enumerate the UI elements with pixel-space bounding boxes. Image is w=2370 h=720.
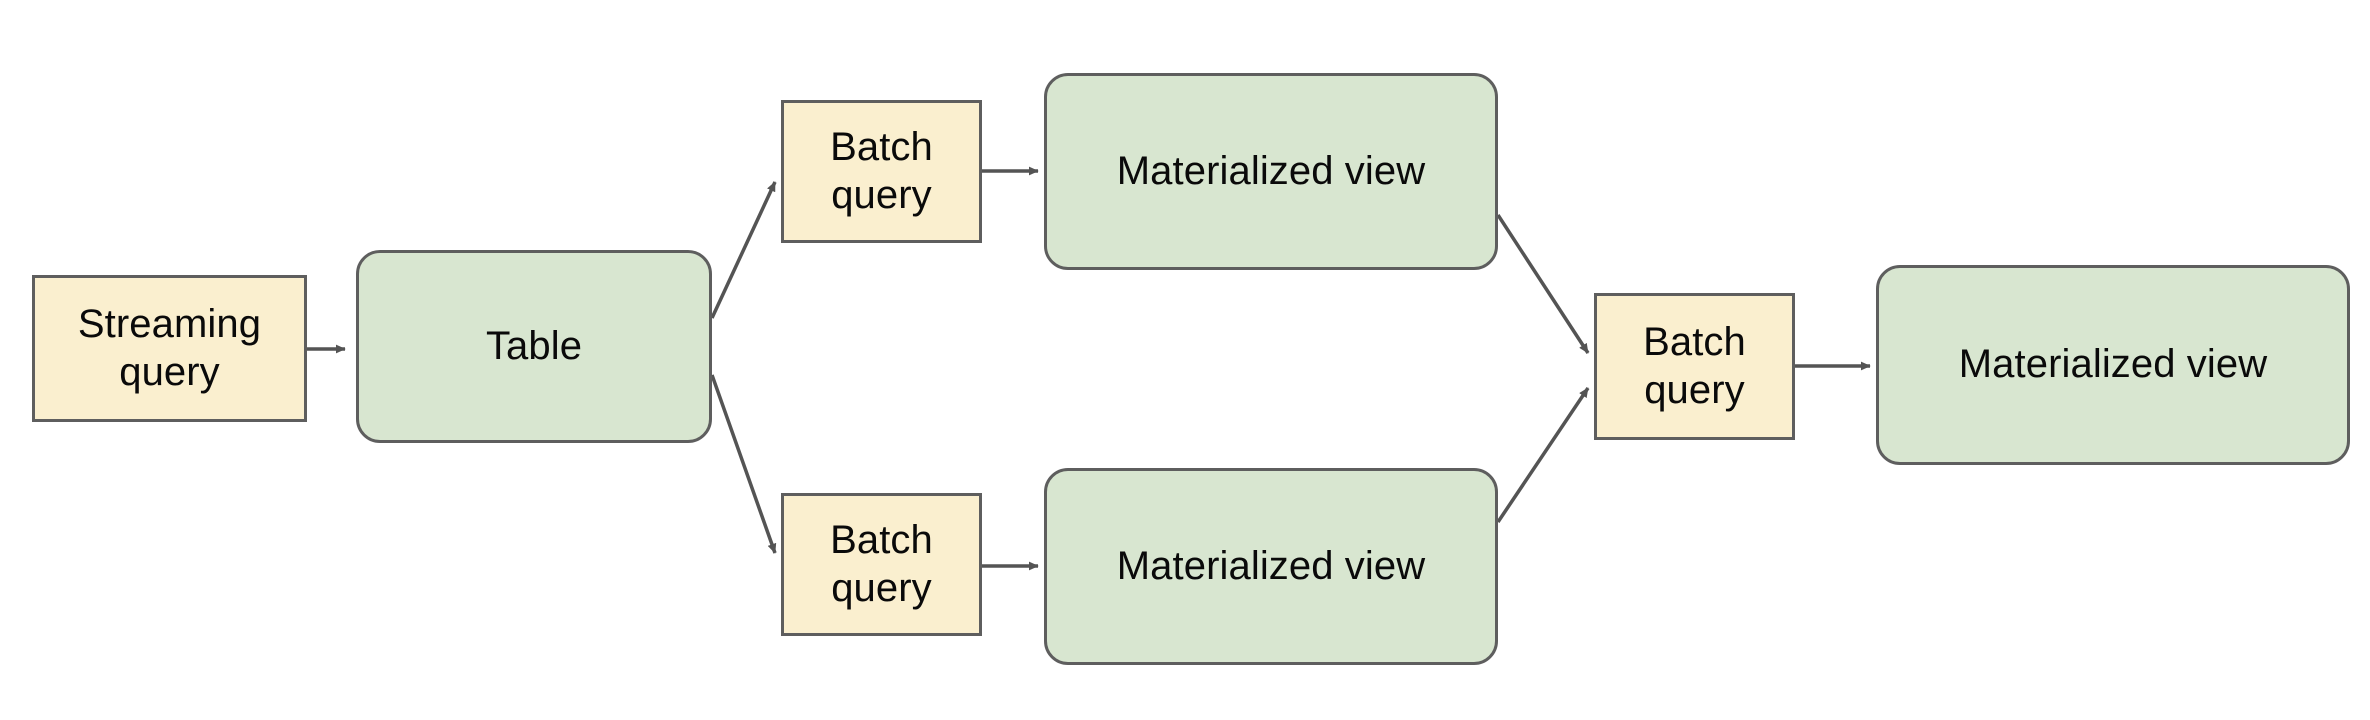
- node-materialized-view-final[interactable]: Materialized view: [1876, 265, 2350, 465]
- node-label: Materialized view: [1958, 342, 2268, 387]
- node-streaming-query[interactable]: Streaming query: [32, 275, 307, 422]
- node-table[interactable]: Table: [356, 250, 712, 443]
- node-materialized-view-top[interactable]: Materialized view: [1044, 73, 1498, 270]
- edge-mv-top-to-batch-join: [1496, 214, 1590, 354]
- node-batch-query-top[interactable]: Batch query: [781, 100, 982, 243]
- node-batch-query-join[interactable]: Batch query: [1594, 293, 1795, 440]
- edge-table-to-batch-top: [710, 181, 777, 319]
- node-label: Streaming query: [77, 302, 262, 394]
- node-label: Batch query: [830, 125, 933, 217]
- node-label: Materialized view: [1116, 543, 1426, 588]
- node-materialized-view-bottom[interactable]: Materialized view: [1044, 468, 1498, 665]
- node-label: Materialized view: [1116, 148, 1426, 193]
- node-label: Batch query: [830, 518, 933, 610]
- node-label: Batch query: [1643, 320, 1746, 412]
- node-batch-query-bottom[interactable]: Batch query: [781, 493, 982, 636]
- edge-mv-bottom-to-batch-join: [1496, 387, 1590, 523]
- edge-table-to-batch-bottom: [710, 374, 777, 554]
- node-label: Table: [485, 323, 583, 368]
